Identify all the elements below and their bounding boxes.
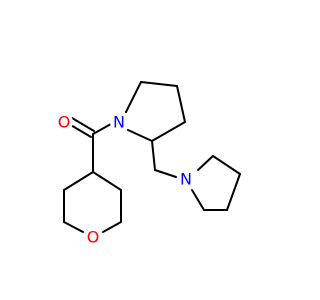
atom-o-carbonyl: O: [55, 113, 73, 132]
atom-o-oxane: O: [84, 228, 102, 247]
atom-label-n-pyrrolidinyl: N: [180, 170, 192, 189]
molecule-structure: O N N O: [55, 81, 241, 247]
bond-c2-ch2: [151, 140, 156, 171]
bond-n2-ca: [197, 155, 214, 171]
bond-c4-c3: [176, 85, 186, 123]
bond-ca-cb: [212, 155, 241, 175]
atom-label-o-oxane: O: [87, 228, 100, 247]
bond-c3-c2: [151, 121, 186, 142]
bond-c2a-o: [102, 221, 122, 233]
atom-n-pyrrolidinyl: N: [177, 170, 195, 189]
atom-n-pyrrolidine-ring: N: [110, 113, 128, 132]
atom-label-n-pyrrolidine-ring: N: [113, 113, 125, 132]
bond-o-c6: [63, 221, 84, 233]
bond-cd-n2: [191, 189, 205, 211]
bond-carbonyl-double-b: [68, 123, 92, 138]
atom-label-o-carbonyl: O: [58, 113, 71, 132]
bond-n-c5: [125, 81, 142, 113]
atom-label-layer: O N N O: [55, 113, 195, 247]
bond-c5a-c4: [63, 171, 94, 191]
bond-ch2-n: [154, 169, 177, 178]
bond-cb-cc: [226, 173, 241, 211]
bond-layer: [63, 81, 241, 233]
bond-c2-n: [127, 129, 153, 142]
bond-c4-c3a: [92, 171, 122, 191]
bond-carbonyl-double-a: [71, 117, 95, 132]
bond-carbonyl-n: [92, 123, 112, 135]
bond-c5-c4: [140, 81, 178, 87]
